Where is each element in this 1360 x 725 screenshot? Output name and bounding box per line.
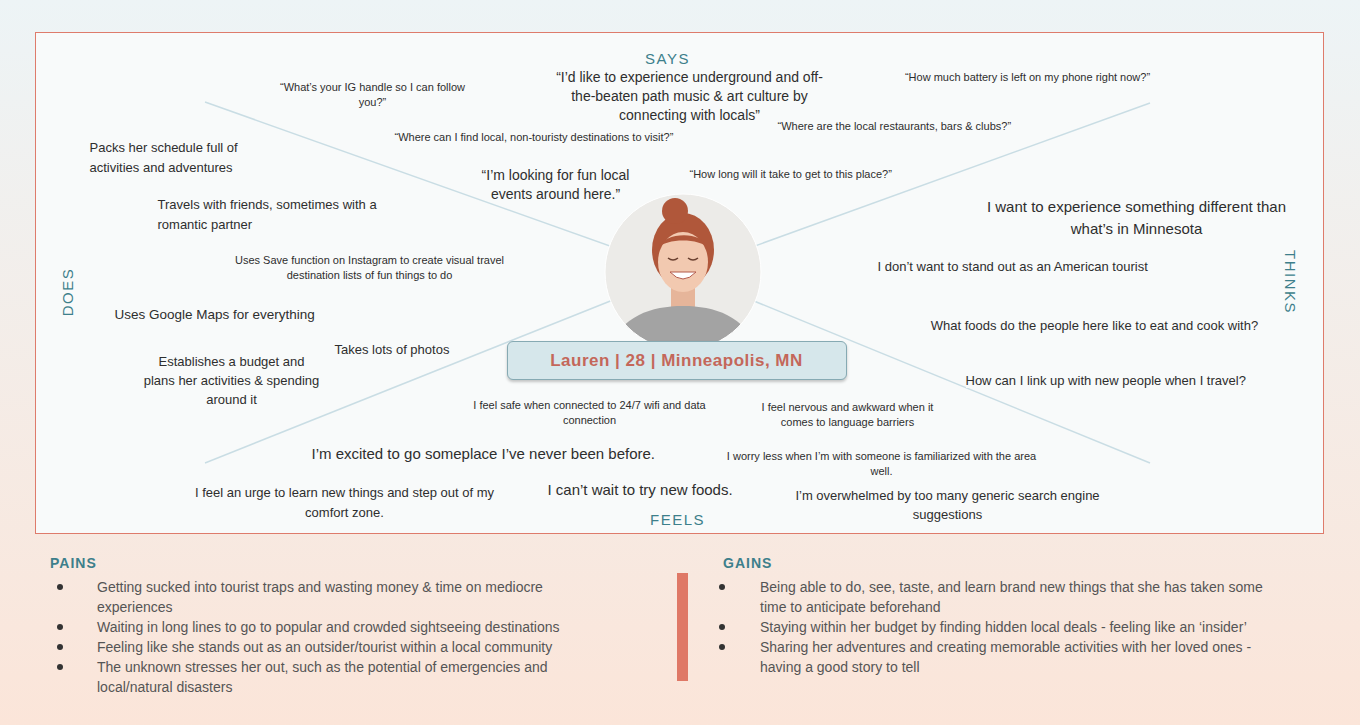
text-slot: “Where are the local restaurants, bars &… (778, 119, 1012, 134)
text-slot: I worry less when I’m with someone is fa… (727, 449, 1037, 479)
text-slot: I feel an urge to learn new things and s… (177, 483, 512, 523)
text-slot: SAYS (628, 49, 708, 69)
list-row: The unknown stresses her out, such as th… (50, 657, 617, 697)
text-slot: “How long will it take to get to this pl… (690, 167, 892, 182)
list-item: Getting sucked into tourist traps and wa… (97, 577, 617, 617)
list-row: Being able to do, see, taste, and learn … (723, 577, 1280, 617)
text-slot: “Where can I find local, non-touristy de… (395, 130, 674, 145)
quadrant-heading: SAYS (645, 50, 690, 67)
bullet-dot (57, 664, 63, 670)
empathy-note: I feel an urge to learn new things and s… (195, 485, 494, 520)
text-slot: Establishes a budget and plans her activ… (142, 352, 322, 409)
list-column: GAINS Being able to do, see, taste, and l… (723, 555, 1280, 677)
empathy-note: I worry less when I’m with someone is fa… (727, 450, 1036, 477)
empathy-note: I don’t want to stand out as an American… (878, 259, 1148, 274)
text-slot: What foods do the people here like to ea… (925, 316, 1265, 336)
text-slot: I’m excited to go someplace I’ve never b… (312, 444, 656, 464)
bullet-dot (719, 584, 725, 590)
list-column: PAINS Getting sucked into tourist traps a… (50, 555, 617, 697)
list-row: Getting sucked into tourist traps and wa… (50, 577, 617, 617)
text-slot: I’m overwhelmed by too many generic sear… (768, 486, 1128, 524)
list-heading: GAINS (723, 555, 1280, 572)
bullet-dot (719, 644, 725, 650)
bullet-dot (57, 584, 63, 590)
list-row: Feeling like she stands out as an outsid… (50, 637, 617, 657)
empathy-note: “How much battery is left on my phone ri… (905, 71, 1150, 83)
quadrant-heading: FEELS (650, 511, 705, 528)
bullet-dot (57, 624, 63, 630)
list-row: Waiting in long lines to go to popular a… (50, 617, 617, 637)
text-slot: THINKS (1280, 249, 1300, 313)
text-slot: FEELS (638, 510, 718, 530)
quadrant-heading: THINKS (1282, 249, 1299, 313)
text-slot: Uses Google Maps for everything (115, 306, 315, 324)
bullet-dot (57, 644, 63, 650)
persona-photo (605, 194, 761, 362)
text-slot: Takes lots of photos (335, 341, 450, 359)
list-heading: PAINS (50, 555, 617, 572)
empathy-note: Establishes a budget and plans her activ… (144, 354, 320, 407)
list-item: Being able to do, see, taste, and learn … (760, 577, 1280, 617)
text-slot: Travels with friends, sometimes with a r… (158, 195, 418, 235)
persona-name: Lauren | 28 | Minneapolis, MN (550, 351, 803, 371)
empathy-note: “How long will it take to get to this pl… (690, 168, 892, 180)
empathy-note: “I’d like to experience underground and … (556, 69, 823, 123)
list-item: Staying within her budget by finding hid… (760, 617, 1280, 637)
empathy-note: I’m excited to go someplace I’ve never b… (312, 445, 656, 462)
bullet-dot (719, 624, 725, 630)
frame-ground (35, 32, 1324, 534)
text-slot: DOES (58, 267, 78, 316)
empathy-note: Packs her schedule full of activities an… (90, 140, 238, 175)
empathy-note: I feel nervous and awkward when it comes… (762, 401, 934, 428)
empathy-note: Uses Google Maps for everything (115, 307, 315, 322)
text-slot: I don’t want to stand out as an American… (878, 258, 1148, 276)
text-slot: “What’s your IG handle so I can follow y… (278, 80, 468, 110)
quadrant-lines (205, 102, 1150, 463)
persona-name-box: Lauren | 28 | Minneapolis, MN (507, 341, 847, 380)
empathy-note: “Where can I find local, non-touristy de… (395, 131, 674, 143)
text-slot: Uses Save function on Instagram to creat… (225, 253, 515, 283)
empathy-note: What foods do the people here like to ea… (931, 318, 1258, 333)
list-item: Sharing her adventures and creating memo… (760, 637, 1280, 677)
photo-rim (605, 194, 761, 350)
text-slot: How can I link up with new people when I… (966, 372, 1246, 390)
empathy-note: I’m overwhelmed by too many generic sear… (795, 488, 1099, 522)
empathy-note: Travels with friends, sometimes with a r… (158, 197, 377, 232)
list-row: Staying within her budget by finding hid… (723, 617, 1280, 637)
list-row: Sharing her adventures and creating memo… (723, 637, 1280, 677)
text-slot: I feel safe when connected to 24/7 wifi … (450, 398, 730, 428)
text-slot: Packs her schedule full of activities an… (90, 138, 270, 178)
empathy-note: I feel safe when connected to 24/7 wifi … (473, 399, 705, 426)
text-slot: “I’m looking for fun local events around… (463, 166, 648, 204)
empathy-note: “Where are the local restaurants, bars &… (778, 120, 1012, 132)
empathy-note: I want to experience something different… (987, 198, 1286, 237)
list-item: Feeling like she stands out as an outsid… (97, 637, 617, 657)
divider-bar (677, 573, 688, 681)
empathy-note: “I’m looking for fun local events around… (482, 167, 630, 202)
text-slot: “How much battery is left on my phone ri… (903, 70, 1153, 85)
empathy-note: Uses Save function on Instagram to creat… (235, 254, 504, 281)
empathy-note: How can I link up with new people when I… (966, 373, 1246, 388)
quadrant-heading: DOES (59, 267, 76, 316)
empathy-note: I can’t wait to try new foods. (548, 481, 733, 498)
text-slot: I can’t wait to try new foods. (548, 480, 733, 500)
empathy-note: Takes lots of photos (335, 342, 450, 357)
empathy-map-frame: SAYS “What’s your IG handle so I can foll… (35, 32, 1324, 534)
text-slot: “I’d like to experience underground and … (545, 68, 835, 125)
text-slot: I feel nervous and awkward when it comes… (745, 400, 950, 430)
list-item: The unknown stresses her out, such as th… (97, 657, 617, 697)
text-slot: I want to experience something different… (982, 196, 1292, 240)
empathy-note: “What’s your IG handle so I can follow y… (280, 81, 465, 108)
list-item: Waiting in long lines to go to popular a… (97, 617, 617, 637)
